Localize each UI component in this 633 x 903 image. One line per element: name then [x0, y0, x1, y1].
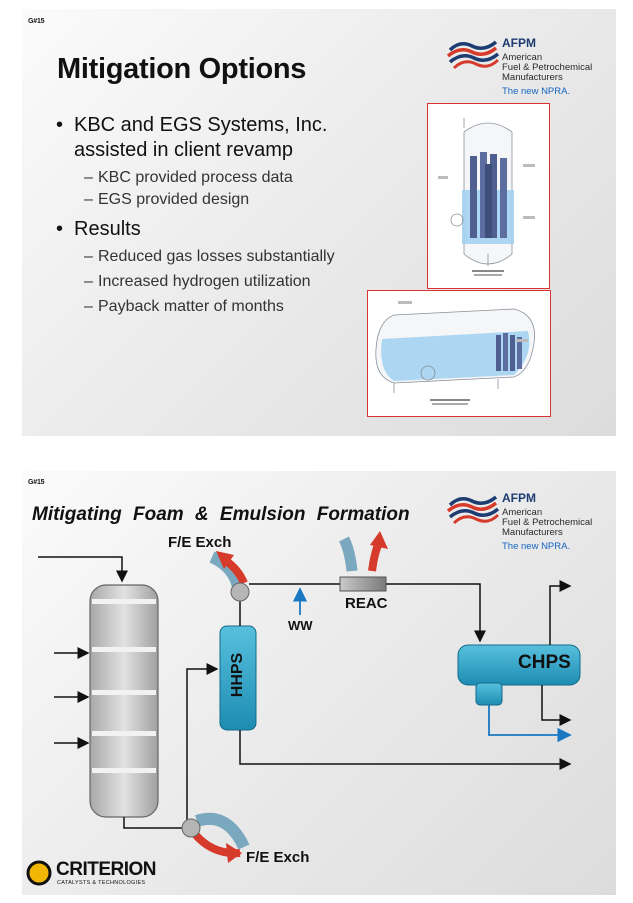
sub-bullet: Increased hydrogen utilization	[54, 271, 374, 293]
hhps-bottoms-line	[239, 730, 572, 770]
flag-swoosh-icon	[446, 40, 500, 70]
slide-mitigation-options: G#15 Mitigation Options KBC and EGS Syst…	[22, 9, 616, 436]
slide-foam-emulsion: G#15 Mitigating Foam & Emulsion Formatio…	[22, 471, 616, 895]
chps-gas-line	[549, 580, 572, 645]
reac-air-cooler	[339, 531, 388, 592]
chps-vessel	[457, 644, 581, 706]
hhps-label: HHPS	[229, 652, 246, 698]
logo-tagline: The new NPRA.	[502, 541, 571, 552]
vertical-vessel-drawing	[427, 103, 550, 289]
ww-label: WW	[288, 618, 313, 633]
slide-title: Mitigating Foam & Emulsion Formation	[32, 504, 410, 525]
fe-exch-top-label: F/E Exch	[168, 534, 232, 551]
logo-line: Fuel & Petrochemical	[502, 62, 593, 73]
criterion-circle-icon	[26, 860, 52, 886]
process-flow-diagram	[38, 531, 581, 863]
feed-arrow-top	[38, 556, 128, 583]
bullet-kbc-egs: KBC and EGS Systems, Inc. assisted in cl…	[54, 113, 374, 163]
horizontal-vessel-drawing	[367, 290, 551, 417]
slide-title: Mitigation Options	[57, 53, 307, 85]
bullet-list: KBC and EGS Systems, Inc. assisted in cl…	[54, 113, 374, 318]
logo-line: Manufacturers	[502, 72, 563, 83]
vertical-vessel-icon	[438, 118, 535, 276]
bullet-results: Results	[54, 217, 374, 242]
logo-brand: AFPM	[502, 36, 536, 50]
sub-bullet: Reduced gas losses substantially	[54, 246, 374, 268]
sub-bullet: KBC provided process data	[54, 167, 374, 189]
slide-tag: G#15	[28, 479, 45, 486]
logo-tagline: The new NPRA.	[502, 86, 571, 97]
horizontal-vessel-icon	[375, 301, 535, 405]
criterion-sub: CATALYSTS & TECHNOLOGIES	[57, 880, 146, 886]
logo-line: Manufacturers	[502, 527, 563, 538]
logo-line: American	[502, 507, 543, 518]
slide-tag: G#15	[28, 18, 45, 25]
reac-label: REAC	[345, 595, 388, 612]
upper-fe-exchanger	[209, 551, 250, 602]
logo-line: Fuel & Petrochemical	[502, 517, 593, 528]
reac-to-chps-line	[386, 583, 486, 643]
fractionation-column	[89, 584, 159, 818]
logo-line: American	[502, 52, 543, 63]
fe-exch-bottom-label: F/E Exch	[246, 849, 310, 866]
criterion-logo: CRITERION CATALYSTS & TECHNOLOGIES	[26, 859, 186, 891]
flag-swoosh-icon	[446, 495, 500, 525]
sub-bullet: Payback matter of months	[54, 296, 374, 318]
chps-water-line	[488, 705, 572, 743]
criterion-name: CRITERION	[56, 859, 157, 880]
afpm-logo: AFPM American Fuel & Petrochemical Manuf…	[446, 491, 616, 557]
lower-fe-exchanger	[181, 812, 250, 863]
side-feed-arrows	[54, 647, 90, 749]
afpm-logo: AFPM American Fuel & Petrochemical Manuf…	[446, 36, 616, 102]
hhps-vessel	[219, 625, 257, 731]
logo-brand: AFPM	[502, 491, 536, 505]
chps-label: CHPS	[518, 652, 571, 673]
chps-liquid-line	[541, 685, 572, 726]
sub-bullet: EGS provided design	[54, 189, 374, 211]
